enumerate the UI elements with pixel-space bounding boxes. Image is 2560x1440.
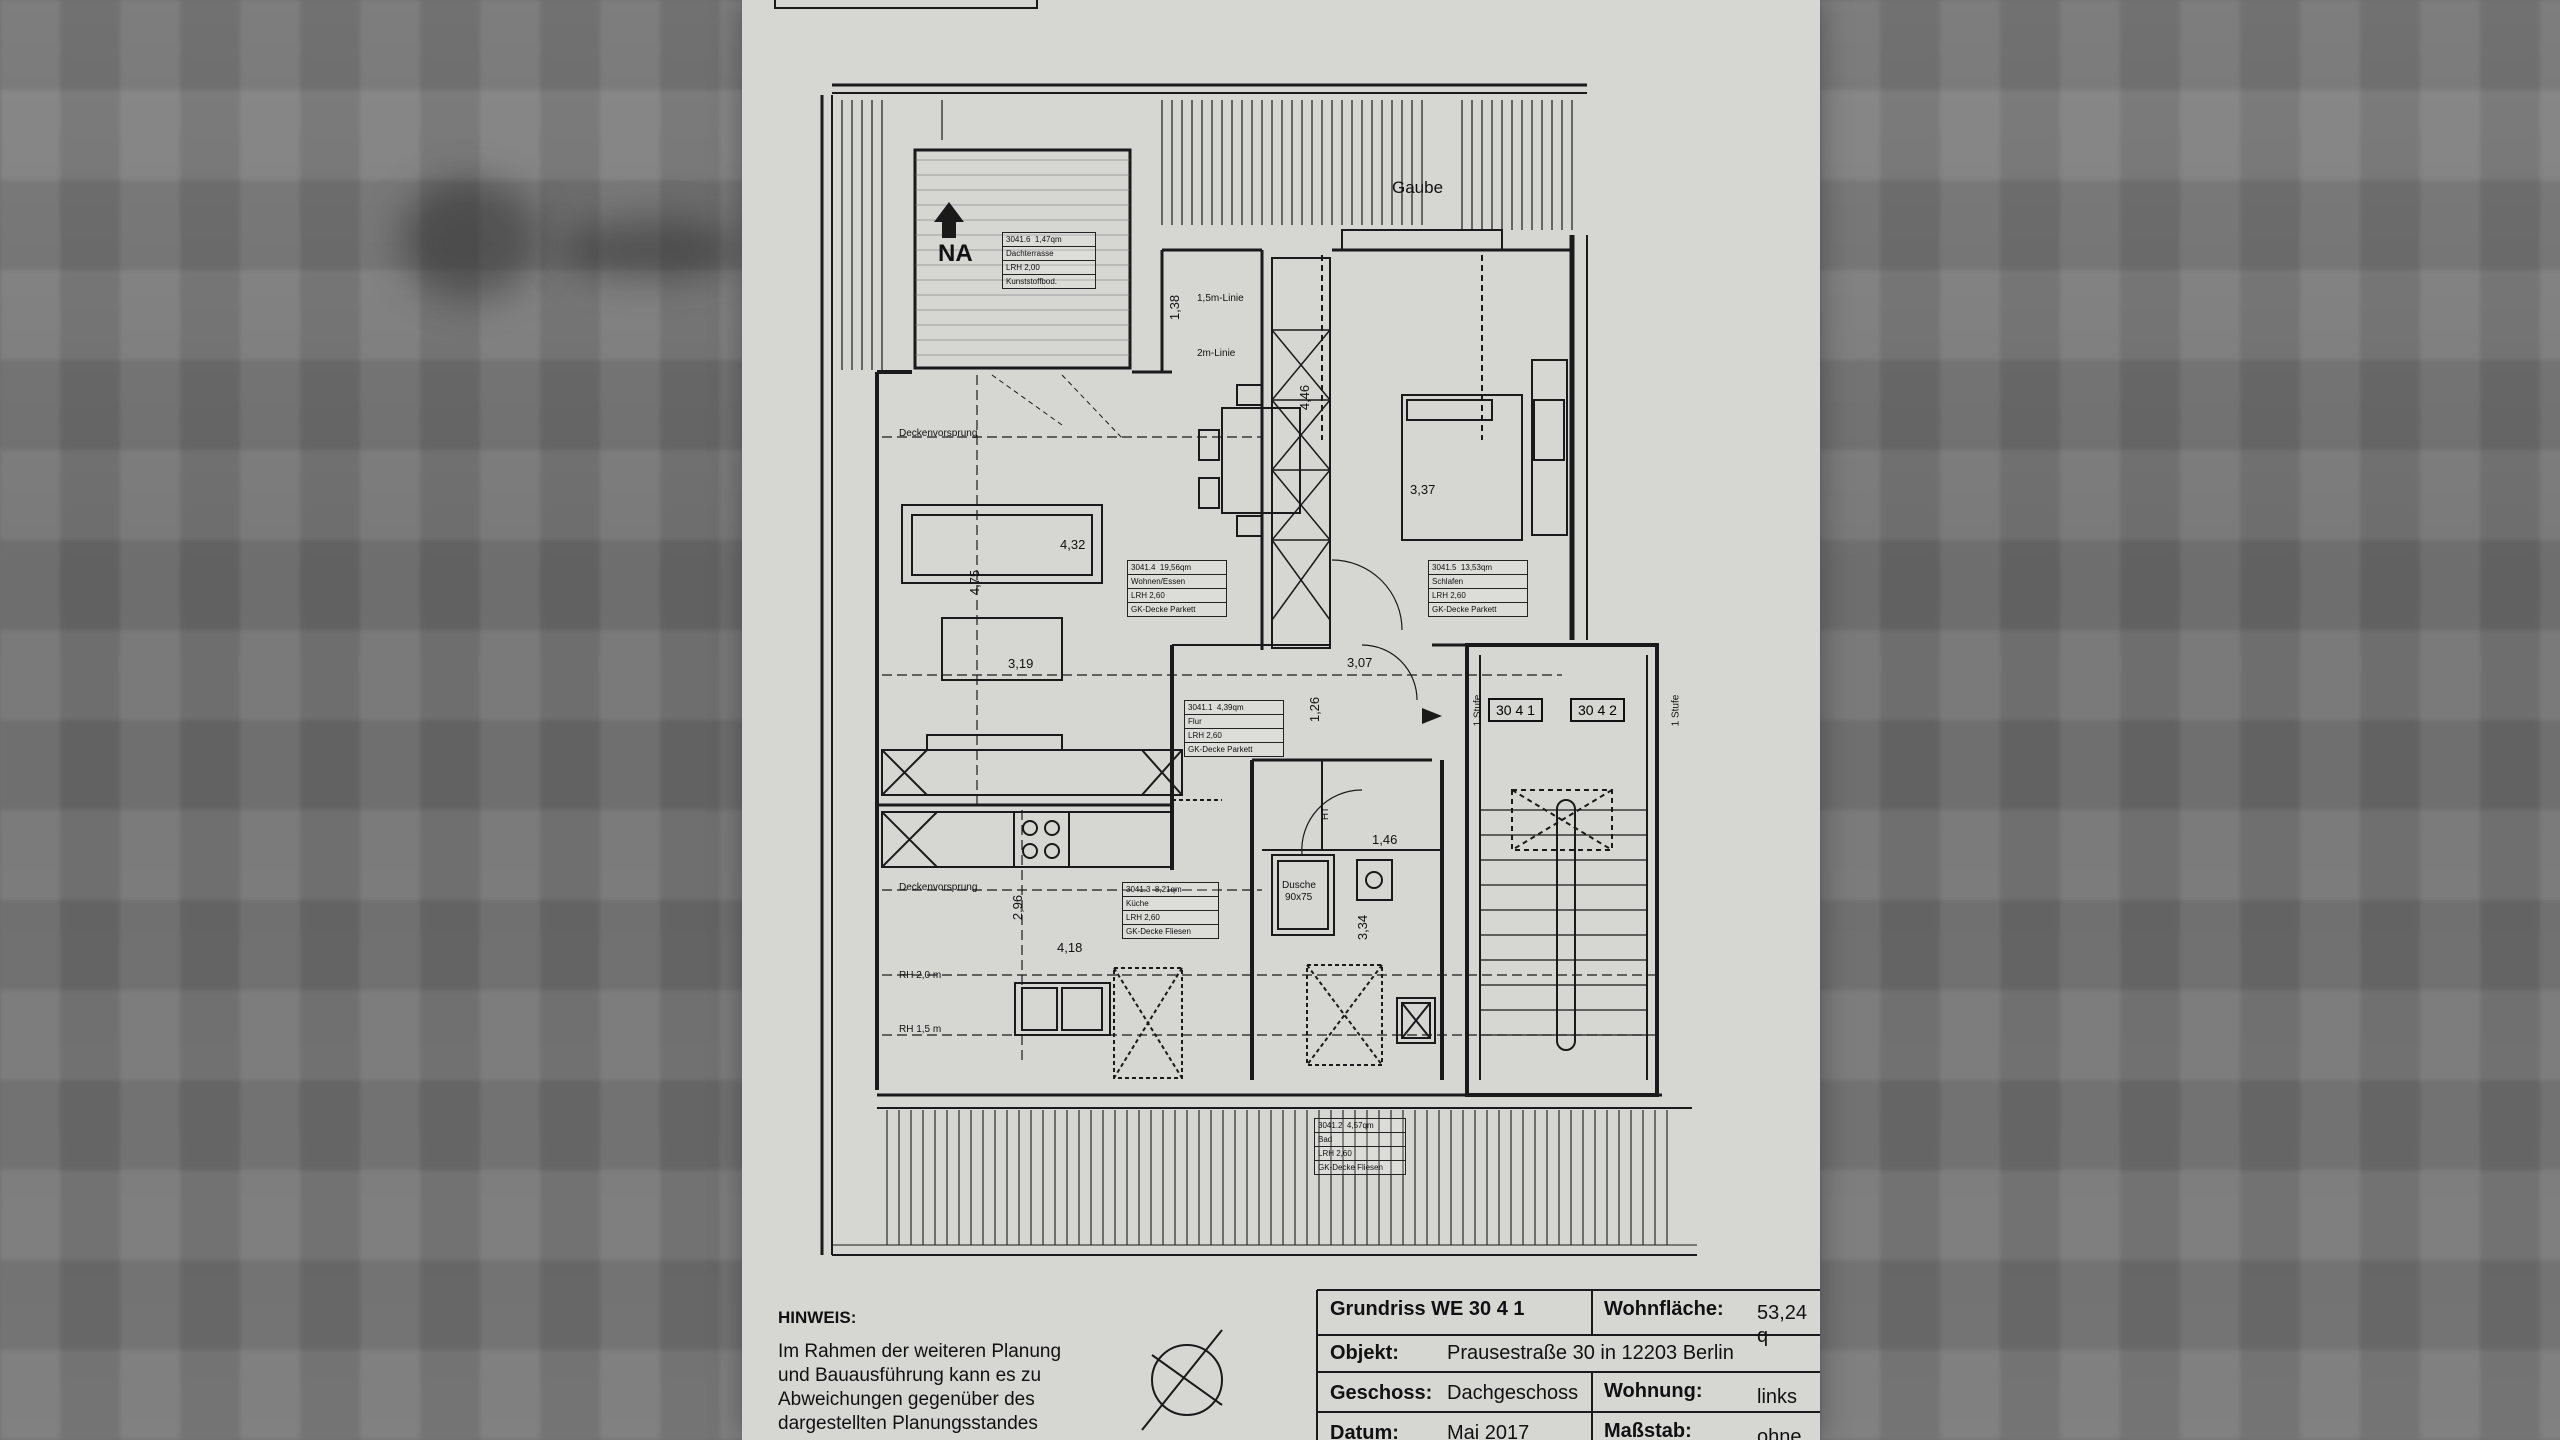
blurred-background-left: [0, 0, 750, 1440]
title-block-massstab-value: ohne: [1757, 1426, 1802, 1440]
label-ht: HT: [1320, 806, 1332, 821]
room-name: Bad: [1315, 1133, 1405, 1147]
floor-plan-paper: Gaube NA 1,38 1,5m-Linie 2m-Linie 4,46 3…: [742, 0, 1820, 1440]
dim-3-37: 3,37: [1410, 482, 1436, 497]
title-block-wohnflaeche-label: Wohnfläche:: [1604, 1298, 1724, 1320]
hinweis-line: und Bauausführung kann es zu: [778, 1365, 1042, 1386]
room-name: Flur: [1185, 715, 1283, 729]
label-2m-line: 2m-Linie: [1197, 348, 1236, 359]
room-floor: Parkett: [1227, 745, 1253, 754]
room-name: Wohnen/Essen: [1128, 575, 1226, 589]
room-lrh: LRH 2,00: [1003, 261, 1095, 275]
room-ceiling: GK-Decke: [1432, 605, 1469, 614]
dim-1-46: 1,46: [1372, 832, 1398, 847]
room-floor: Parkett: [1170, 605, 1196, 614]
room-area: 19,56qm: [1159, 563, 1192, 572]
title-block-objekt-value: Prausestraße 30 in 12203 Berlin: [1447, 1342, 1734, 1364]
room-name: Dachterrasse: [1003, 247, 1095, 261]
label-dusche: Dusche: [1282, 880, 1316, 891]
room-ceiling: GK-Decke: [1126, 927, 1163, 936]
room-floor: Fliesen: [1165, 927, 1191, 936]
label-rh-2-0: RH 2,0 m: [899, 970, 942, 981]
room-floor: Parkett: [1471, 605, 1497, 614]
title-block-wohnung-value: links: [1757, 1386, 1798, 1408]
hinweis-line: dargestellten Planungsstandes: [778, 1413, 1038, 1434]
room-area: 4,57qm: [1346, 1121, 1374, 1130]
title-block-massstab-label: Maßstab:: [1604, 1420, 1692, 1440]
room-id: 3041.3: [1126, 885, 1151, 894]
room-id: 3041.2: [1318, 1121, 1343, 1130]
room-lrh: LRH 2,60: [1123, 911, 1218, 925]
room-lrh: LRH 2,60: [1429, 589, 1527, 603]
dim-3-07: 3,07: [1347, 655, 1373, 670]
title-block-objekt-label: Objekt:: [1330, 1342, 1399, 1364]
room-ceiling: GK-Decke: [1188, 745, 1225, 754]
room-id: 3041.5: [1432, 563, 1457, 572]
room-name: Schlafen: [1429, 575, 1527, 589]
floor-plan-drawing: [774, 0, 1820, 1440]
label-rh-1-5: RH 1,5 m: [899, 1024, 942, 1035]
room-area: 1,47qm: [1034, 235, 1062, 244]
title-block-datum-label: Datum:: [1330, 1422, 1399, 1440]
hinweis-title: HINWEIS:: [778, 1308, 857, 1327]
dim-2-96: 2,96: [1010, 894, 1026, 921]
label-deckenvorsprung-upper: Deckenvorsprung: [899, 428, 978, 439]
label-deckenvorsprung-lower: Deckenvorsprung: [899, 882, 978, 893]
room-id: 3041.6: [1006, 235, 1031, 244]
blurred-background-right: [1820, 0, 2560, 1440]
dim-4-46: 4,46: [1297, 384, 1313, 411]
title-block-wohnflaeche-value: 53,24 q: [1757, 1302, 1808, 1347]
room-box-schlafen: 3041.5 13,53qm Schlafen LRH 2,60 GK-Deck…: [1428, 560, 1528, 617]
room-ceiling: GK-Decke: [1131, 605, 1168, 614]
title-block-wohnung-label: Wohnung:: [1604, 1380, 1703, 1402]
room-floor: Kunststoffbod.: [1006, 277, 1057, 286]
label-stufe-right: 1 Stufe: [1670, 694, 1682, 727]
dim-3-34: 3,34: [1355, 914, 1371, 941]
hinweis-line: Im Rahmen der weiteren Planung: [778, 1341, 1062, 1362]
room-box-kueche: 3041.3 8,21qm Küche LRH 2,60 GK-Decke Fl…: [1122, 882, 1219, 939]
label-stufe-left: 1 Stufe: [1472, 694, 1484, 727]
stair-unit-3041: 30 4 1: [1488, 698, 1543, 722]
label-1-5m-line: 1,5m-Linie: [1197, 293, 1244, 304]
room-box-flur: 3041.1 4,39qm Flur LRH 2,60 GK-Decke Par…: [1184, 700, 1284, 757]
hinweis-line: Abweichungen gegenüber des: [778, 1389, 1035, 1410]
room-lrh: LRH 2,60: [1185, 729, 1283, 743]
dim-1-38: 1,38: [1167, 294, 1183, 321]
room-name: Küche: [1123, 897, 1218, 911]
room-box-dachterrasse: 3041.6 1,47qm Dachterrasse LRH 2,00 Kuns…: [1002, 232, 1096, 289]
title-block-datum-value: Mai 2017: [1447, 1422, 1530, 1440]
room-box-wohnen-essen: 3041.4 19,56qm Wohnen/Essen LRH 2,60 GK-…: [1127, 560, 1227, 617]
room-lrh: LRH 2,60: [1128, 589, 1226, 603]
title-block-geschoss-label: Geschoss:: [1330, 1382, 1433, 1404]
dim-4-32: 4,32: [1060, 537, 1086, 552]
room-lrh: LRH 2,60: [1315, 1147, 1405, 1161]
blurred-blob: [560, 220, 740, 280]
room-floor: Fliesen: [1357, 1163, 1383, 1172]
north-marker-label: NA: [938, 240, 973, 267]
room-id: 3041.4: [1131, 563, 1156, 572]
stair-unit-3042: 30 4 2: [1570, 698, 1625, 722]
dim-4-18: 4,18: [1057, 940, 1083, 955]
dim-1-26: 1,26: [1307, 696, 1323, 723]
dim-3-19: 3,19: [1008, 656, 1034, 671]
dim-4-75: 4,75: [967, 569, 983, 596]
title-block-grundriss: Grundriss WE 30 4 1: [1330, 1298, 1525, 1320]
room-box-bad: 3041.2 4,57qm Bad LRH 2,60 GK-Decke Flie…: [1314, 1118, 1406, 1175]
label-dusche-size: 90x75: [1285, 892, 1313, 903]
title-block-geschoss-value: Dachgeschoss: [1447, 1382, 1579, 1404]
gaube-label: Gaube: [1392, 178, 1444, 197]
room-area: 13,53qm: [1460, 563, 1493, 572]
room-area: 8,21qm: [1154, 885, 1182, 894]
room-id: 3041.1: [1188, 703, 1213, 712]
blurred-blob: [400, 180, 540, 300]
room-ceiling: GK-Decke: [1318, 1163, 1355, 1172]
room-area: 4,39qm: [1216, 703, 1244, 712]
